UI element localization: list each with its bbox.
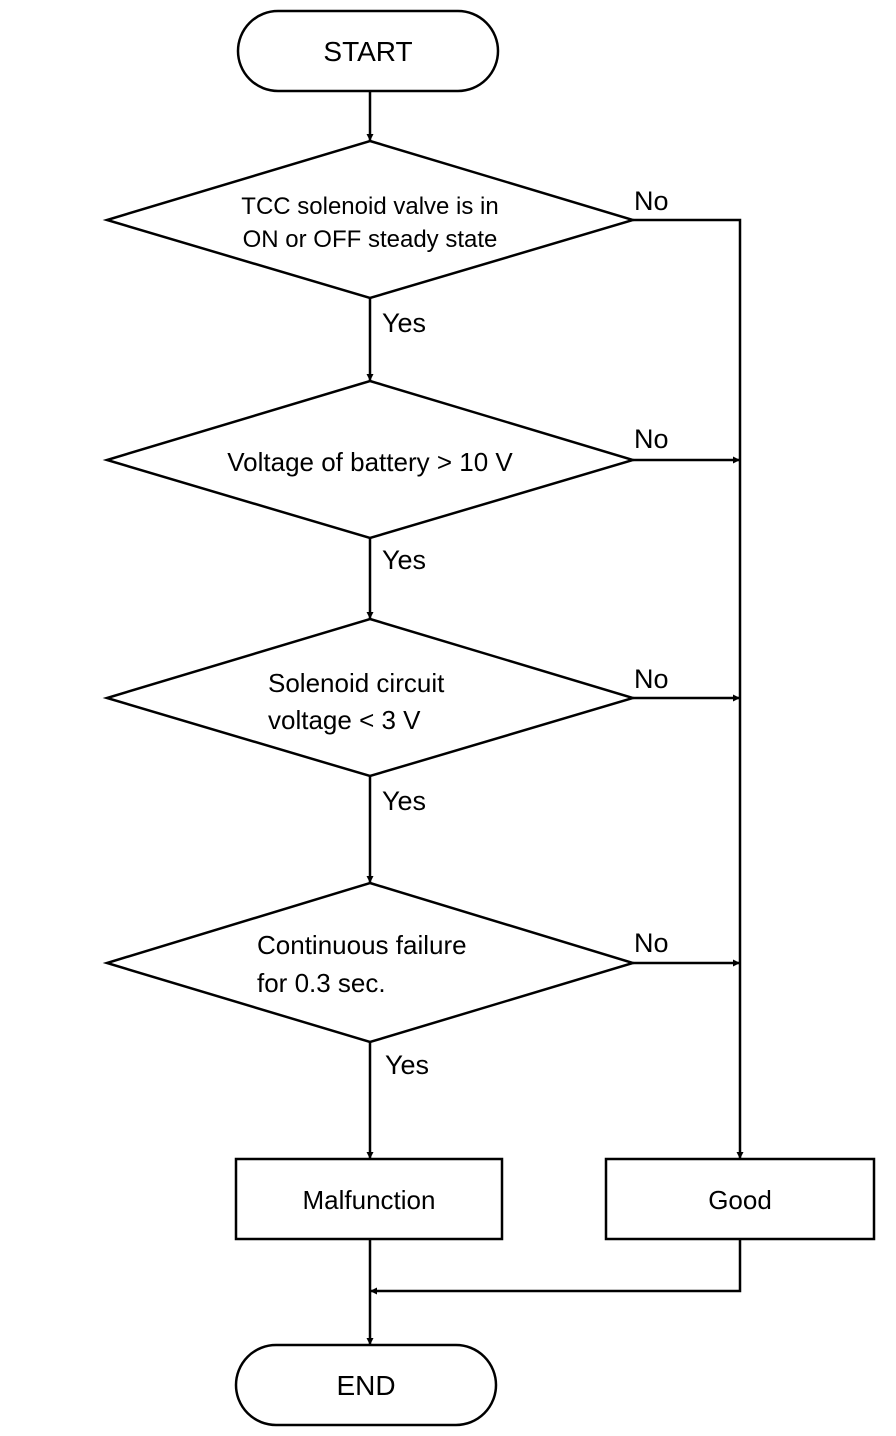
decision-4-shape [102, 881, 638, 1044]
decision-2-shape [102, 379, 638, 540]
end-label: END [336, 1370, 395, 1401]
decision-4-label-line-2: for 0.3 sec. [257, 968, 386, 998]
decision-2-yes-label: Yes [382, 545, 426, 575]
decision-2-no-label: No [634, 424, 669, 454]
decision-4-no-label: No [634, 928, 669, 958]
decision-1-yes-label: Yes [382, 308, 426, 338]
decision-2-label-line-1: Voltage of battery > 10 V [227, 447, 513, 477]
end-terminal: END [234, 1343, 498, 1427]
connector-good-to-end [370, 1239, 742, 1295]
decision-1: TCC solenoid valve is in ON or OFF stead… [102, 139, 669, 338]
good-box: Good [604, 1157, 876, 1241]
decision-3-yes-label: Yes [382, 786, 426, 816]
decision-1-label-line-2: ON or OFF steady state [243, 226, 498, 253]
decision-1-shape [102, 139, 638, 300]
malfunction-box-shape [234, 1157, 504, 1241]
malfunction-label: Malfunction [303, 1185, 436, 1215]
decision-1-no-label: No [634, 186, 669, 216]
decision-2: Voltage of battery > 10 V No Yes [102, 379, 669, 575]
decision-3-label-line-2: voltage < 3 V [268, 705, 421, 735]
start-terminal: START [236, 9, 500, 93]
start-terminal-shape [236, 9, 500, 93]
decision-4-yes-label: Yes [385, 1050, 429, 1080]
start-label: START [323, 36, 412, 67]
decision-4-label-line-1: Continuous failure [257, 930, 467, 960]
good-label: Good [708, 1185, 772, 1215]
good-box-shape [604, 1157, 876, 1241]
decision-4: Continuous failure for 0.3 sec. No Yes [102, 881, 669, 1080]
malfunction-box: Malfunction [234, 1157, 504, 1241]
end-terminal-shape [234, 1343, 498, 1427]
decision-3-label-line-1: Solenoid circuit [268, 668, 445, 698]
decision-3-shape [102, 617, 638, 778]
connector-no-trunk [633, 218, 744, 1159]
decision-1-label-line-1: TCC solenoid valve is in [241, 193, 498, 220]
decision-3-no-label: No [634, 664, 669, 694]
decision-3: Solenoid circuit voltage < 3 V No Yes [102, 617, 669, 816]
